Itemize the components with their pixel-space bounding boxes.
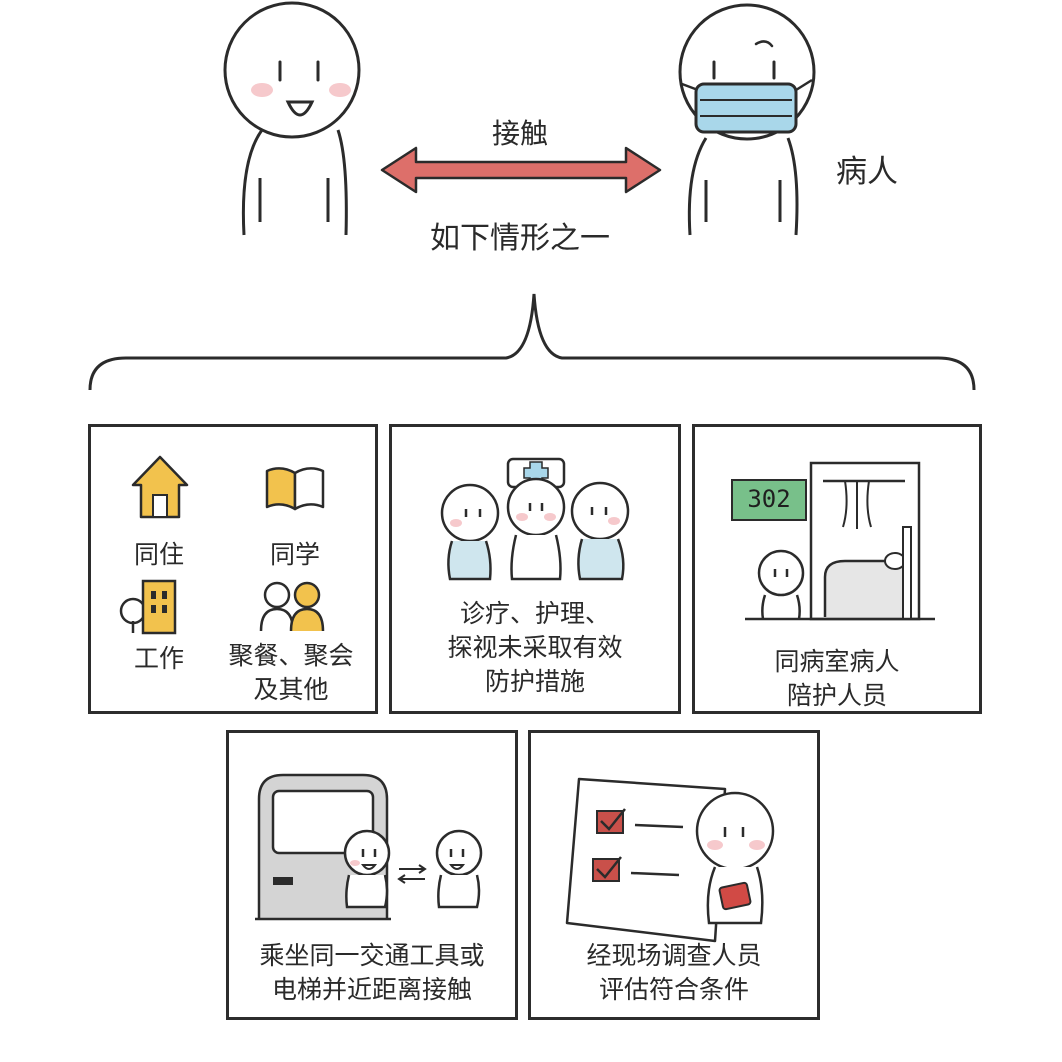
label-live-together: 同住 [133,540,184,569]
panel-transport: 乘坐同一交通工具或 电梯并近距离接触 [226,730,518,1020]
patient-figure [678,3,816,236]
house-icon [131,455,189,519]
panel-investigation: 经现场调查人员 评估符合条件 [528,730,820,1020]
contact-label: 接触 [491,117,548,150]
checklist-illustration [565,777,775,943]
panel-same-ward: 302 同病室病人 陪护人员 [692,424,982,714]
label-work: 工作 [133,644,184,673]
train-illustration [255,773,483,921]
room-sign: 302 [731,479,807,521]
label-medical-care: 诊疗、护理、 探视未采取有效 防护措施 [447,599,623,696]
label-transport: 乘坐同一交通工具或 电梯并近距离接触 [259,941,485,1004]
book-icon [265,467,325,511]
ward-room-illustration [745,461,935,621]
condition-label: 如下情形之一 [430,221,610,256]
medical-staff-illustration [440,457,630,581]
label-classmates: 同学 [269,540,320,569]
brace-connector [88,293,976,391]
label-gatherings: 聚餐、聚会 及其他 [228,641,354,704]
panel-close-contacts: 同住 同学 工作 聚餐、聚会 及其他 [88,424,378,714]
face-mask [694,82,798,134]
people-icon [259,581,325,632]
panel-medical-care: 诊疗、护理、 探视未采取有效 防护措施 [389,424,681,714]
patient-label: 病人 [836,154,898,190]
office-icon [119,579,177,635]
label-same-ward: 同病室病人 陪护人员 [774,647,900,710]
contact-arrow [380,146,662,194]
healthy-person-figure [223,1,361,236]
label-investigation: 经现场调查人员 评估符合条件 [586,941,762,1004]
